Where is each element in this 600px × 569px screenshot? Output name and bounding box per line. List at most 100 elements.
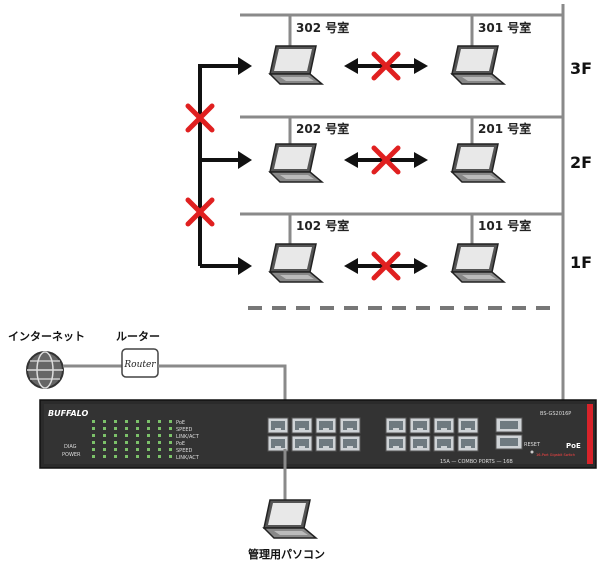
- led-dot: [136, 420, 139, 423]
- led-dot: [169, 441, 172, 444]
- led-dot: [158, 427, 161, 430]
- internet-label: インターネット: [8, 330, 85, 343]
- laptop-icon: [451, 45, 505, 85]
- room-label: 301 号室: [478, 20, 531, 35]
- room-label: 201 号室: [478, 121, 531, 136]
- switch-legend-poe: PoE: [176, 420, 185, 426]
- router-text: Router: [123, 360, 156, 370]
- led-indicators: [92, 420, 172, 458]
- ethernet-port: [385, 417, 407, 434]
- room-label: 202 号室: [296, 121, 349, 136]
- ethernet-port: [433, 435, 455, 452]
- poe-switch: BUFFALO BS-GS2016P PoE 16-Port Gigabit S…: [39, 399, 597, 469]
- switch-legend-link: LINK/ACT: [176, 455, 200, 461]
- ethernet-port: [457, 435, 479, 452]
- switch-legend-speed: SPEED: [176, 448, 193, 454]
- router-label: ルーター: [116, 330, 160, 343]
- led-dot: [158, 455, 161, 458]
- switch-power: POWER: [62, 452, 81, 458]
- ethernet-port: [291, 417, 313, 434]
- led-dot: [147, 427, 150, 430]
- floor-3f: [269, 45, 505, 85]
- ethernet-port: [409, 435, 431, 452]
- led-dot: [147, 420, 150, 423]
- switch-brand: BUFFALO: [48, 409, 88, 418]
- led-dot: [125, 441, 128, 444]
- router-box: [121, 348, 159, 378]
- led-dot: [92, 441, 95, 444]
- laptop-icon: [269, 143, 323, 183]
- led-dot: [125, 427, 128, 430]
- led-dot: [147, 448, 150, 451]
- floor-2f: [269, 143, 505, 183]
- switch-diag: DIAG: [64, 444, 77, 450]
- switch-legend-poe: PoE: [176, 441, 185, 447]
- led-dot: [169, 434, 172, 437]
- ethernet-port: [339, 435, 361, 452]
- switch-model: BS-GS2016P: [540, 411, 571, 417]
- led-dot: [169, 448, 172, 451]
- led-dot: [125, 455, 128, 458]
- led-dot: [92, 434, 95, 437]
- led-dot: [147, 455, 150, 458]
- led-dot: [114, 434, 117, 437]
- ethernet-port: [315, 417, 337, 434]
- room-label: 102 号室: [296, 218, 349, 233]
- floor-label-3f: 3F: [570, 59, 592, 78]
- floor-1f: [269, 243, 505, 283]
- led-dot: [92, 420, 95, 423]
- led-dot: [158, 441, 161, 444]
- led-dot: [136, 455, 139, 458]
- led-dot: [136, 441, 139, 444]
- ethernet-port: [433, 417, 455, 434]
- led-dot: [103, 455, 106, 458]
- led-dot: [103, 448, 106, 451]
- led-dot: [103, 434, 106, 437]
- led-dot: [114, 441, 117, 444]
- led-dot: [103, 427, 106, 430]
- laptop-icon: [269, 45, 323, 85]
- floor-lines: [240, 4, 565, 400]
- led-dot: [114, 420, 117, 423]
- switch-subtitle: 16-Port Gigabit Switch: [536, 453, 575, 457]
- switch-combo: 15A — COMBO PORTS — 16B: [440, 459, 513, 465]
- led-dot: [92, 455, 95, 458]
- floor-label-2f: 2F: [570, 153, 592, 172]
- globe-icon: [26, 351, 64, 389]
- led-dot: [147, 441, 150, 444]
- ethernet-port: [267, 417, 289, 434]
- switch-legend-link: LINK/ACT: [176, 434, 200, 440]
- laptop-icon: [269, 243, 323, 283]
- led-dot: [114, 427, 117, 430]
- led-dot: [169, 427, 172, 430]
- switch-legend-speed: SPEED: [176, 427, 193, 433]
- ethernet-port: [291, 435, 313, 452]
- ethernet-port: [409, 417, 431, 434]
- ethernet-port: [457, 417, 479, 434]
- admin-pc-label: 管理用パソコン: [248, 547, 325, 561]
- ethernet-port: [385, 435, 407, 452]
- led-dot: [114, 448, 117, 451]
- laptop-icon: [451, 243, 505, 283]
- led-dot: [158, 420, 161, 423]
- laptop-icon: [451, 143, 505, 183]
- switch-reset: RESET: [524, 442, 541, 448]
- led-dot: [158, 448, 161, 451]
- led-dot: [125, 448, 128, 451]
- led-dot: [125, 420, 128, 423]
- led-dot: [136, 434, 139, 437]
- led-dot: [158, 434, 161, 437]
- led-dot: [169, 455, 172, 458]
- vlan-branch-arrows: [188, 57, 252, 275]
- led-dot: [92, 448, 95, 451]
- led-dot: [92, 427, 95, 430]
- led-dot: [136, 427, 139, 430]
- led-dot: [125, 434, 128, 437]
- led-dot: [114, 455, 117, 458]
- ethernet-port: [267, 435, 289, 452]
- ethernet-port: [315, 435, 337, 452]
- ethernet-port: [339, 417, 361, 434]
- led-dot: [103, 441, 106, 444]
- led-dot: [147, 434, 150, 437]
